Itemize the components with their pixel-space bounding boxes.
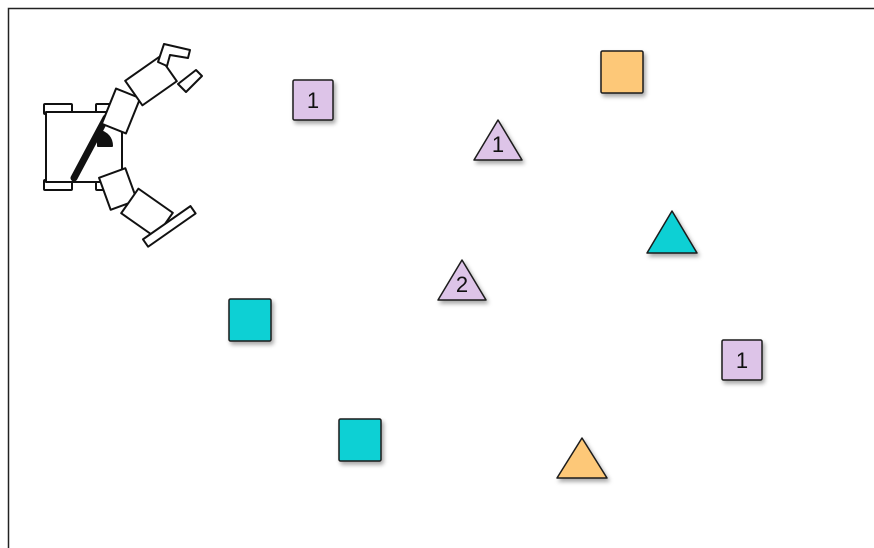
orange-square-shape [601, 51, 643, 93]
purple-square-2-label: 1 [736, 348, 748, 373]
cyan-square-1 [229, 299, 271, 341]
purple-square-1: 1 [293, 80, 333, 120]
purple-triangle-2-label: 2 [456, 272, 468, 297]
orange-square [601, 51, 643, 93]
cyan-square-2 [339, 419, 381, 461]
cyan-square-2-shape [339, 419, 381, 461]
purple-square-1-label: 1 [307, 88, 319, 113]
cyan-square-1-shape [229, 299, 271, 341]
purple-triangle-1-label: 1 [492, 132, 504, 157]
purple-square-2: 1 [722, 340, 762, 380]
